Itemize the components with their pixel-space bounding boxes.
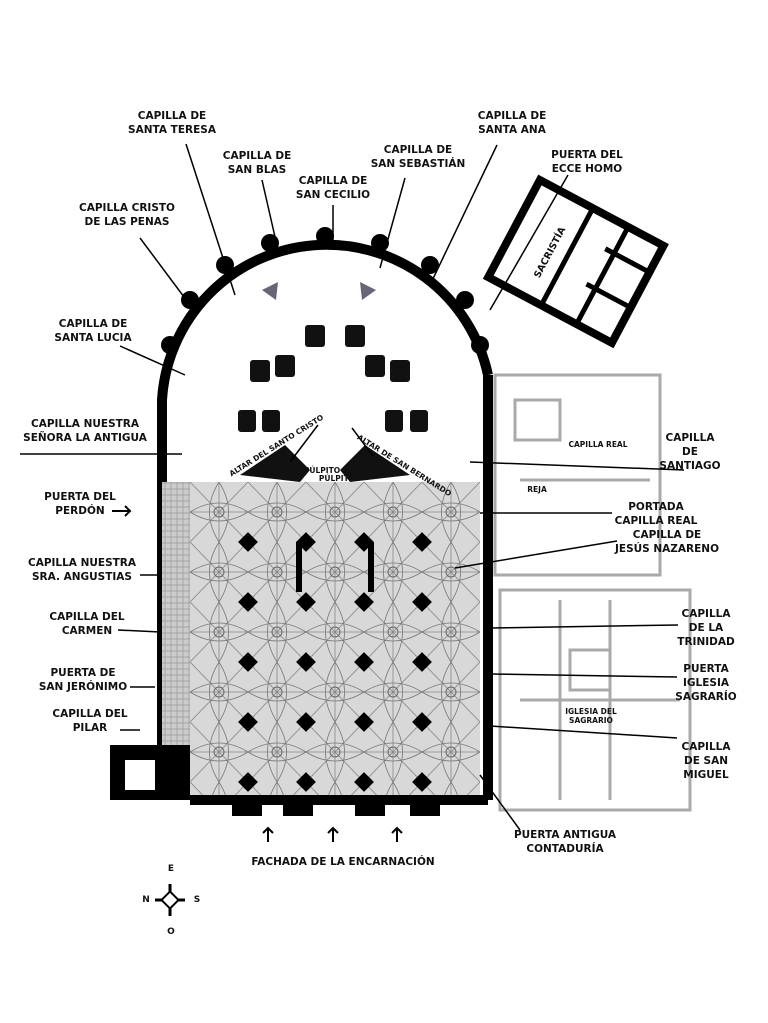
apse-wall — [157, 239, 493, 745]
label-santa-ana: CAPILLA DE SANTA ANA — [477, 110, 547, 136]
label-carmen: CAPILLA DEL CARMEN — [49, 611, 125, 637]
label-iglesia-sagrario: IGLESIA DEL SAGRARIO — [565, 707, 617, 725]
label-capilla-real: CAPILLA REAL — [568, 440, 628, 449]
label-trinidad: CAPILLA DE LA TRINIDAD — [677, 608, 735, 648]
label-perdon: PUERTA DEL PERDÓN — [44, 491, 116, 517]
side-aisle — [162, 482, 190, 745]
label-reja: REJA — [527, 485, 547, 494]
compass-e: E — [167, 864, 175, 874]
label-cristo-penas: CAPILLA CRISTO DE LAS PENAS — [79, 202, 175, 228]
ambulatory-piers — [238, 325, 428, 482]
label-portada-real: PORTADA CAPILLA REAL — [614, 501, 698, 527]
apse-chapels — [161, 227, 489, 354]
label-pulpito-2: PÚLPITO — [318, 474, 356, 483]
label-san-miguel: CAPILLA DE SAN MIGUEL — [681, 741, 731, 781]
label-san-cecilio: CAPILLA DE SAN CECILIO — [295, 175, 371, 201]
label-santa-lucia: CAPILLA DE SANTA LUCIA — [54, 318, 132, 344]
label-santiago: CAPILLA DE SANTIAGO — [659, 432, 721, 472]
label-san-blas: CAPILLA DE SAN BLAS — [222, 150, 292, 176]
compass-n: N — [142, 895, 150, 905]
label-encarnacion: FACHADA DE LA ENCARNACIÓN — [251, 856, 435, 868]
entrance-arrows — [112, 505, 403, 842]
facade-buttresses — [232, 800, 440, 816]
label-ecce-homo: PUERTA DEL ECCE HOMO — [551, 149, 623, 175]
label-san-sebastian: CAPILLA DE SAN SEBASTIÁN — [370, 144, 466, 170]
compass-rose — [155, 884, 185, 916]
label-antigua: CAPILLA NUESTRA SEÑORA LA ANTIGUA — [23, 418, 147, 444]
nave-vaults — [190, 482, 480, 800]
label-san-jeronimo: PUERTA DE SAN JERÓNIMO — [38, 667, 128, 693]
label-angustias: CAPILLA NUESTRA SRA. ANGUSTIAS — [27, 557, 137, 583]
compass-o: O — [167, 927, 175, 937]
sagrario-annex — [493, 373, 692, 812]
compass-s: S — [193, 895, 201, 905]
leader-lines — [20, 143, 685, 831]
sacristy — [482, 174, 669, 349]
label-pulpito-1: PÚLPITO — [303, 466, 341, 475]
label-pilar: CAPILLA DEL PILAR — [52, 708, 128, 734]
label-puerta-sagrario: PUERTA IGLESIA SAGRARÍO — [675, 663, 737, 703]
label-jesus-nazareno: CAPILLA DE JESÚS NAZARENO — [614, 529, 720, 555]
label-santa-teresa: CAPILLA DE SANTA TERESA — [128, 110, 216, 136]
label-antigua-contaduria: PUERTA ANTIGUA CONTADURÍA — [513, 829, 617, 855]
